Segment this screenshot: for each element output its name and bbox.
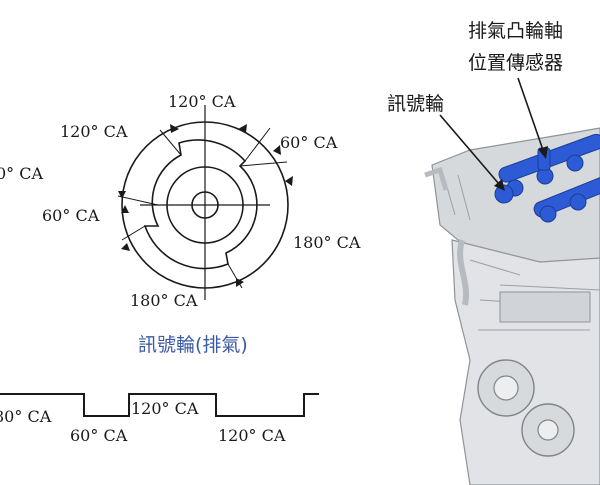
engine-illustration <box>424 127 600 485</box>
cam-lobe <box>566 154 584 172</box>
dimension-line <box>159 129 182 156</box>
wave-label-second-low: 120° CA <box>218 426 286 445</box>
label-left: 60° CA <box>42 206 100 225</box>
wave-label-first-low: 60° CA <box>70 426 128 445</box>
sensor-label-line2: 位置傳感器 <box>468 52 563 74</box>
cam-lobe <box>569 193 587 211</box>
engine-block <box>451 239 600 485</box>
arrowhead <box>236 278 244 287</box>
wave-label-first-high: 80° CA <box>0 407 52 426</box>
dimension-line <box>117 195 159 206</box>
signal-wheel-profile <box>143 139 258 270</box>
label-upper-left: 120° CA <box>60 122 128 141</box>
signal-wheel-label: 訊號輪 <box>387 93 444 115</box>
arrowhead <box>121 243 130 251</box>
sensor-label-line1: 排氣凸輪軸 <box>468 20 563 42</box>
camshafts <box>494 133 600 223</box>
dimension-line <box>239 161 288 167</box>
wheel-leader-line <box>439 114 500 185</box>
signal-waveform <box>0 393 319 417</box>
cam-lobe <box>539 205 557 223</box>
label-right: 180° CA <box>293 233 361 252</box>
arrowhead <box>285 176 293 186</box>
label-top: 120° CA <box>168 92 236 111</box>
wave-label-second-high: 120° CA <box>131 399 199 418</box>
sensor-leader-line <box>517 77 544 151</box>
signal-wheel-diagram <box>117 105 289 300</box>
engine-pipe <box>424 166 449 191</box>
arrowhead <box>238 124 247 133</box>
label-upper-right: 60° CA <box>280 133 338 152</box>
dimension-line <box>121 225 146 241</box>
lower-pulley-hub <box>537 419 559 441</box>
engine-detail <box>499 291 591 323</box>
sensor-leader-arrowhead <box>538 146 548 159</box>
label-bottom: 180° CA <box>130 291 198 310</box>
label-left-cut: 0° CA <box>0 164 44 183</box>
arrowhead <box>118 191 126 199</box>
crank-pulley-hub <box>493 375 519 401</box>
signal-wheel-part <box>494 184 514 204</box>
dimension-arrowheads <box>118 124 293 287</box>
wheel-leader-arrowhead <box>494 179 505 191</box>
engine-pipe <box>457 239 469 306</box>
wheel-caption: 訊號輪(排氣) <box>138 334 248 356</box>
dimension-line <box>244 127 271 162</box>
arrowhead <box>273 145 281 155</box>
arrowhead <box>170 124 179 133</box>
arrowhead <box>121 205 129 213</box>
